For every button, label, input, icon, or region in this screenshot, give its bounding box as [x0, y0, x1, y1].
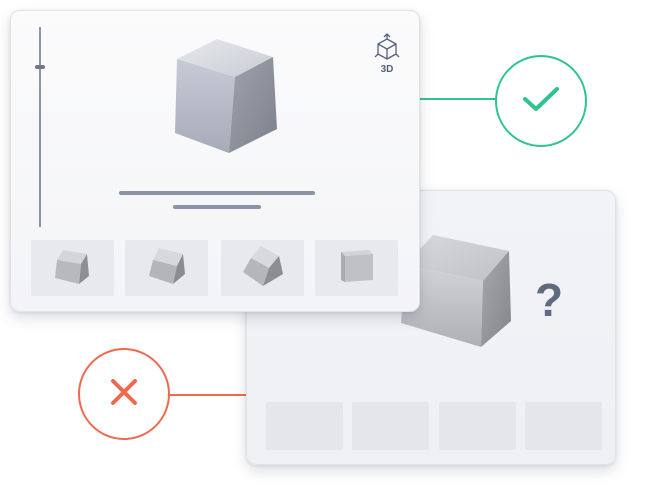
thumbnail-option[interactable] — [221, 240, 304, 296]
viewer-panel: 3D — [10, 10, 420, 312]
thumbnail-option[interactable] — [125, 240, 208, 296]
answer-slot[interactable] — [439, 402, 516, 450]
3d-axes-icon — [369, 33, 405, 63]
thumbnail-option[interactable] — [315, 240, 398, 296]
answer-slot[interactable] — [266, 402, 343, 450]
cube-icon — [397, 231, 517, 356]
checkmark-icon — [521, 84, 561, 119]
thumbnail-option[interactable] — [31, 240, 114, 296]
success-badge — [495, 55, 587, 147]
cube-view-icon — [145, 244, 189, 293]
cube-icon — [169, 35, 281, 164]
answer-slot[interactable] — [352, 402, 429, 450]
error-badge — [78, 348, 170, 440]
caption-bar — [173, 205, 261, 209]
cube-view-icon — [335, 246, 379, 291]
answer-slot[interactable] — [525, 402, 602, 450]
connector-line-success — [420, 98, 500, 100]
view-mode-toggle[interactable]: 3D — [369, 33, 405, 81]
cube-view-icon — [239, 242, 287, 295]
caption-bar — [119, 191, 315, 195]
cube-view-icon — [51, 244, 95, 293]
view-mode-label: 3D — [380, 64, 394, 75]
zoom-slider-track[interactable] — [39, 27, 41, 227]
connector-line-error — [168, 394, 248, 396]
cross-icon — [109, 377, 139, 412]
zoom-slider-handle[interactable] — [35, 65, 45, 69]
question-mark: ? — [535, 274, 564, 326]
